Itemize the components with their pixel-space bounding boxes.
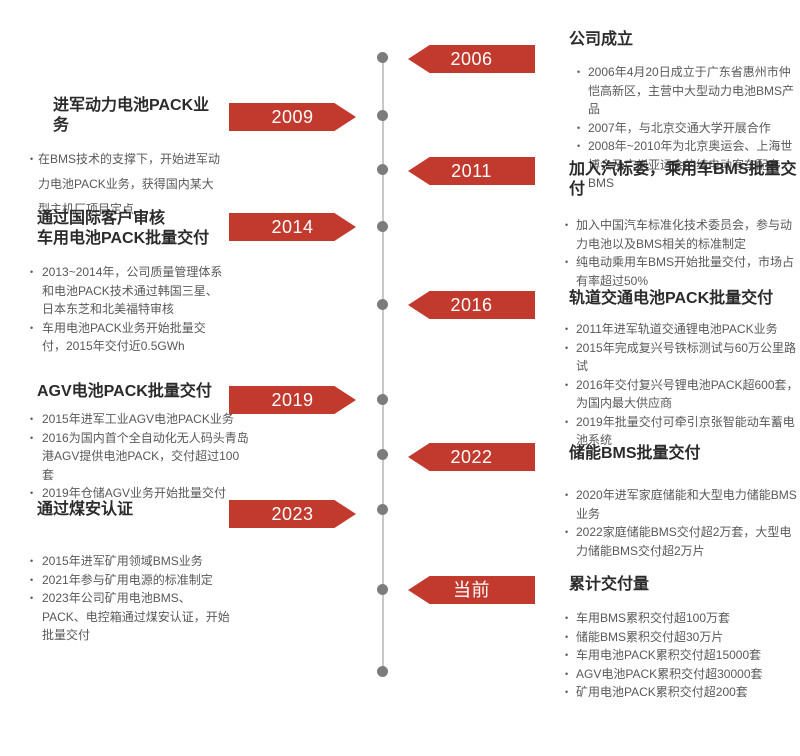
year-flag-2016: 2016 [408,291,535,319]
event-bullet-list: 2013~2014年，公司质量管理体系和电池PACK技术通过韩国三星、日本东芝和… [28,263,228,356]
event-2014: 通过国际客户审核 车用电池PACK批量交付 2013~2014年，公司质量管理体… [28,209,228,356]
event-2016: 轨道交通电池PACK批量交付 2011年进军轨道交通锂电池PACK业务 2015… [563,289,800,450]
year-flag-2014: 2014 [229,213,356,241]
event-bullet-list: 2015年进军工业AGV电池PACK业务 2016为国内首个全自动化无人码头青岛… [28,410,250,503]
event-bullet-list: 车用BMS累积交付超100万套 储能BMS累积交付超30万片 车用电池PACK累… [563,609,800,702]
year-label: 2019 [271,390,314,410]
event-bullet-list: 2011年进军轨道交通锂电池PACK业务 2015年完成复兴号铁标测试与60万公… [563,320,800,450]
event-title: 公司成立 [569,31,634,48]
event-bullet: 2015年进军工业AGV电池PACK业务 [28,410,250,429]
event-2006: 公司成立 2006年4月20日成立于广东省惠州市仲恺高新区，主营中大型动力电池B… [563,30,800,193]
year-label: 2006 [450,49,493,69]
event-bullet-list: 在BMS技术的支撑下，开始进军动力电池PACK业务，获得国内某大型主机厂项目定点 [28,147,220,222]
event-title: 通过国际客户审核 车用电池PACK批量交付 [37,210,210,247]
event-bullet: 加入中国汽车标准化技术委员会，参与动力电池以及BMS相关的标准制定 [563,216,800,253]
event-bullet-list: 2006年4月20日成立于广东省惠州市仲恺高新区，主营中大型动力电池BMS产品 … [575,63,800,193]
timeline-node-dot [377,504,388,515]
event-title: AGV电池PACK批量交付 [37,383,212,400]
event-bullet-list: 2015年进军矿用领域BMS业务 2021年参与矿用电源的标准制定 2023年公… [28,552,233,645]
year-label: 2016 [450,295,493,315]
event-bullet: 2008年~2010年为北京奥运会、上海世博会及广州亚运会的纯电动客车配套BMS [575,137,800,193]
event-bullet: 2011年进军轨道交通锂电池PACK业务 [563,320,800,339]
timeline-node-dot [377,52,388,63]
event-bullet: 在BMS技术的支撑下，开始进军动力电池PACK业务，获得国内某大型主机厂项目定点 [28,147,220,222]
event-title: 累计交付量 [569,576,650,593]
event-bullet: 纯电动乘用车BMS开始批量交付，市场占有率超过50% [563,253,800,290]
event-bullet: 车用BMS累积交付超100万套 [563,609,800,628]
event-bullet: 车用电池PACK累积交付超15000套 [563,646,800,665]
event-bullet: 2021年参与矿用电源的标准制定 [28,571,233,590]
year-flag-current: 当前 [408,576,535,604]
year-label: 2011 [451,161,492,181]
timeline-node-dot [377,110,388,121]
event-title: 储能BMS批量交付 [569,445,701,462]
event-2023: 通过煤安认证 2015年进军矿用领域BMS业务 2021年参与矿用电源的标准制定… [28,500,233,645]
event-current: 累计交付量 车用BMS累积交付超100万套 储能BMS累积交付超30万片 车用电… [563,575,800,702]
event-bullet: 2013~2014年，公司质量管理体系和电池PACK技术通过韩国三星、日本东芝和… [28,263,228,319]
event-title: 进军动力电池PACK业务 [53,97,210,134]
timeline-node-dot [377,299,388,310]
timeline-node-dot [377,221,388,232]
year-flag-2019: 2019 [229,386,356,414]
timeline-node-dot [377,449,388,460]
event-bullet: 2022家庭储能BMS交付超2万套，大型电力储能BMS交付超2万片 [563,523,800,560]
event-bullet: 2019年仓储AGV业务开始批量交付 [28,484,250,503]
event-title: 加入汽标委，乘用车BMS批量交付 [569,161,797,198]
year-label: 2023 [271,504,314,524]
event-bullet: 2006年4月20日成立于广东省惠州市仲恺高新区，主营中大型动力电池BMS产品 [575,63,800,119]
year-label: 2009 [271,107,314,127]
timeline-node-dot [377,666,388,677]
year-flag-2006: 2006 [408,45,535,73]
event-bullet: 2020年进军家庭储能和大型电力储能BMS业务 [563,486,800,523]
event-bullet: 2023年公司矿用电池BMS、PACK、电控箱通过煤安认证，开始批量交付 [28,589,233,645]
event-bullet-list: 加入中国汽车标准化技术委员会，参与动力电池以及BMS相关的标准制定 纯电动乘用车… [563,216,800,290]
event-2022: 储能BMS批量交付 2020年进军家庭储能和大型电力储能BMS业务 2022家庭… [563,444,800,560]
event-2011: 加入汽标委，乘用车BMS批量交付 加入中国汽车标准化技术委员会，参与动力电池以及… [563,160,800,290]
event-bullet: 车用电池PACK业务开始批量交付，2015年交付近0.5GWh [28,319,228,356]
event-title: 通过煤安认证 [37,501,134,518]
event-bullet: 储能BMS累积交付超30万片 [563,628,800,647]
event-2019: AGV电池PACK批量交付 2015年进军工业AGV电池PACK业务 2016为… [28,382,250,503]
event-bullet: 2016为国内首个全自动化无人码头青岛港AGV提供电池PACK，交付超过100套 [28,429,250,485]
year-flag-2022: 2022 [408,443,535,471]
event-2009: 进军动力电池PACK业务 在BMS技术的支撑下，开始进军动力电池PACK业务，获… [28,96,220,222]
event-bullet: 2019年批量交付可牵引京张智能动车蓄电池系统 [563,413,800,450]
year-label: 2022 [450,447,493,467]
event-bullet: 矿用电池PACK累积交付超200套 [563,683,800,702]
timeline-axis [382,58,384,672]
event-title: 轨道交通电池PACK批量交付 [569,290,774,307]
timeline-node-dot [377,164,388,175]
year-flag-2023: 2023 [229,500,356,528]
year-flag-2009: 2009 [229,103,356,131]
event-bullet: 2015年完成复兴号铁标测试与60万公里路试 [563,339,800,376]
event-bullet: 2015年进军矿用领域BMS业务 [28,552,233,571]
year-label: 2014 [271,217,314,237]
event-bullet: 2007年，与北京交通大学开展合作 [575,119,800,138]
timeline-node-dot [377,394,388,405]
event-bullet: 2016年交付复兴号锂电池PACK超600套，为国内最大供应商 [563,376,800,413]
event-bullet: AGV电池PACK累积交付超30000套 [563,665,800,684]
year-flag-2011: 2011 [408,157,535,185]
timeline-node-dot [377,584,388,595]
event-bullet-list: 2020年进军家庭储能和大型电力储能BMS业务 2022家庭储能BMS交付超2万… [563,486,800,560]
year-label: 当前 [453,580,490,600]
